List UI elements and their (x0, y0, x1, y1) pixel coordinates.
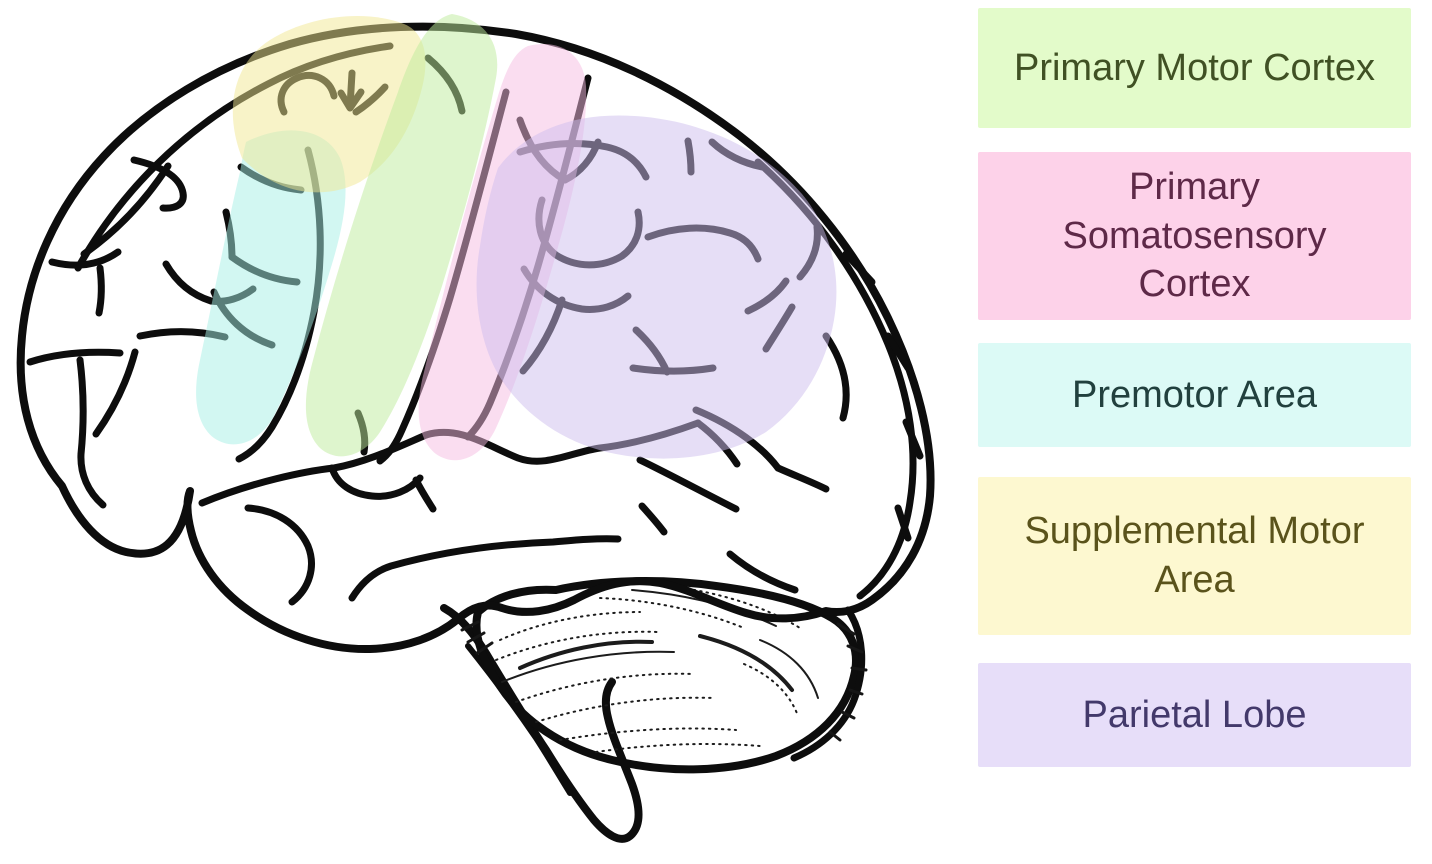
legend-label-premotor-area: Premotor Area (1072, 373, 1317, 416)
legend: Primary Motor Cortex Primary Somatosenso… (978, 0, 1411, 864)
legend-item-primary-motor-cortex: Primary Motor Cortex (978, 8, 1411, 128)
legend-item-primary-somatosensory-cortex: Primary Somatosensory Cortex (978, 152, 1411, 320)
legend-label-parietal-lobe: Parietal Lobe (1082, 693, 1307, 736)
region-supplemental-motor-area-highlight (232, 16, 426, 193)
legend-label-primary-motor-cortex: Primary Motor Cortex (1013, 46, 1376, 89)
legend-item-parietal-lobe: Parietal Lobe (978, 663, 1411, 767)
brain-illustration (16, 14, 935, 843)
highlight-regions (196, 14, 837, 461)
brain-svg (16, 14, 935, 843)
legend-label-supplemental-motor-area: Supplemental Motor Area (1024, 510, 1365, 601)
legend-item-supplemental-motor-area: Supplemental Motor Area (978, 477, 1411, 635)
legend-item-premotor-area: Premotor Area (978, 343, 1411, 447)
cerebellum-rim (790, 606, 866, 762)
region-parietal-lobe-highlight (476, 115, 837, 459)
region-primary-motor-cortex-highlight (305, 14, 498, 457)
legend-label-primary-somatosensory-cortex: Primary Somatosensory Cortex (1062, 166, 1327, 306)
margin-cross-strokes (842, 250, 924, 542)
region-premotor-area-highlight (196, 130, 346, 445)
